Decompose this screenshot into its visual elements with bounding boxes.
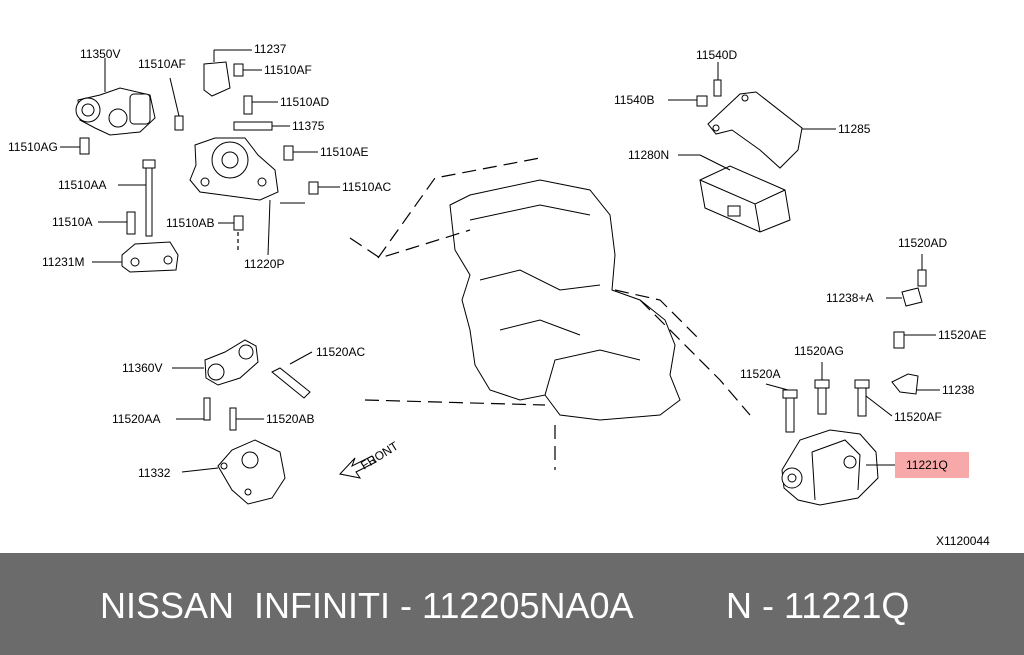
- label-11520AB: 11520AB: [266, 412, 315, 426]
- footer-part-code: N - 11221Q: [726, 585, 910, 626]
- label-11375: 11375: [292, 119, 325, 133]
- bolt-11510AD: [243, 95, 278, 115]
- bolt-11510AG: [60, 137, 90, 155]
- part-11332-plate: [181, 439, 286, 505]
- bolt-11510AA: [118, 159, 156, 237]
- bolt-11510AF-upper: [233, 63, 262, 77]
- bolt-11520AC: [271, 351, 313, 399]
- part-11238A-clip: [886, 287, 923, 307]
- label-11231M: 11231M: [42, 255, 84, 269]
- label-11360V: 11360V: [122, 361, 162, 375]
- part-11238-clip: [891, 373, 940, 395]
- bolt-11510AB: [218, 215, 244, 250]
- part-11280N-module: [678, 154, 791, 233]
- bolt-11540D: [713, 62, 722, 97]
- label-11540D: 11540D: [696, 48, 737, 62]
- label-11280N: 11280N: [628, 148, 669, 162]
- label-11510AA: 11510AA: [58, 178, 107, 192]
- label-11540B: 11540B: [614, 93, 654, 107]
- label-11510AF-a: 11510AF: [138, 57, 186, 71]
- label-11510AF-b: 11510AF: [264, 63, 312, 77]
- bolt-11540B: [668, 95, 708, 107]
- label-11238A: 11238+A: [826, 291, 874, 305]
- bolt-11520A: [765, 383, 798, 433]
- label-11520AD: 11520AD: [898, 236, 947, 250]
- label-11520AC: 11520AC: [316, 345, 365, 359]
- diagram-canvas: 11350V 11510AF 11237 11510AF 11510AD 113…: [8, 42, 990, 548]
- bolt-11520AE: [893, 331, 936, 349]
- label-11510AE: 11510AE: [320, 145, 369, 159]
- part-11220P-mount: [189, 137, 305, 256]
- footer-banner: NISSAN INFINITI - 112205NA0A N - 11221Q: [0, 553, 1024, 655]
- label-11520AE: 11520AE: [938, 328, 987, 342]
- label-11285: 11285: [838, 122, 871, 136]
- bolt-11520AD: [917, 254, 927, 287]
- bolt-11520AF: [854, 379, 893, 417]
- bolt-11510AF-left: [169, 77, 184, 131]
- label-11520AF: 11520AF: [894, 410, 942, 424]
- bolt-11510AE: [283, 145, 318, 161]
- bolt-11510A: [98, 211, 136, 235]
- label-11238: 11238: [942, 383, 975, 397]
- label-11520AG: 11520AG: [794, 344, 844, 358]
- label-11510AC: 11510AC: [342, 180, 391, 194]
- footer-brand-text: NISSAN INFINITI - 112205NA0A: [100, 585, 634, 626]
- engine-block-outline: [449, 179, 681, 421]
- label-11510AD: 11510AD: [280, 95, 329, 109]
- label-11510AG: 11510AG: [8, 140, 58, 154]
- bolt-11520AB: [229, 407, 264, 431]
- part-11285-bracket: [707, 91, 836, 169]
- label-11520A: 11520A: [740, 367, 780, 381]
- highlight-11221Q: [895, 452, 969, 478]
- bolt-11510AC: [308, 181, 340, 195]
- part-11360V-link: [172, 339, 259, 386]
- label-11510AB: 11510AB: [166, 216, 215, 230]
- label-11332: 11332: [138, 466, 171, 480]
- part-11221Q-mount: [781, 429, 896, 506]
- engine-guide-lines: [349, 157, 751, 470]
- label-11237: 11237: [254, 42, 287, 56]
- figure-code: X1120044: [936, 534, 990, 548]
- front-direction-arrow: [339, 455, 377, 479]
- label-11350V: 11350V: [80, 47, 120, 61]
- part-11375-plate: [233, 121, 290, 131]
- label-11520AA: 11520AA: [112, 412, 161, 426]
- part-11231M-bracket: [92, 241, 179, 273]
- label-11220P: 11220P: [244, 257, 284, 271]
- parts-diagram: 11350V 11510AF 11237 11510AF 11510AD 113…: [8, 42, 991, 548]
- bolt-11520AG: [814, 362, 830, 415]
- label-front: FRONT: [358, 438, 401, 472]
- bolt-11520AA: [176, 397, 211, 421]
- part-11350V-bracket: [75, 58, 156, 136]
- part-11237-plate: [203, 49, 252, 97]
- label-11510A: 11510A: [52, 215, 92, 229]
- label-11221Q: 11221Q: [906, 458, 948, 472]
